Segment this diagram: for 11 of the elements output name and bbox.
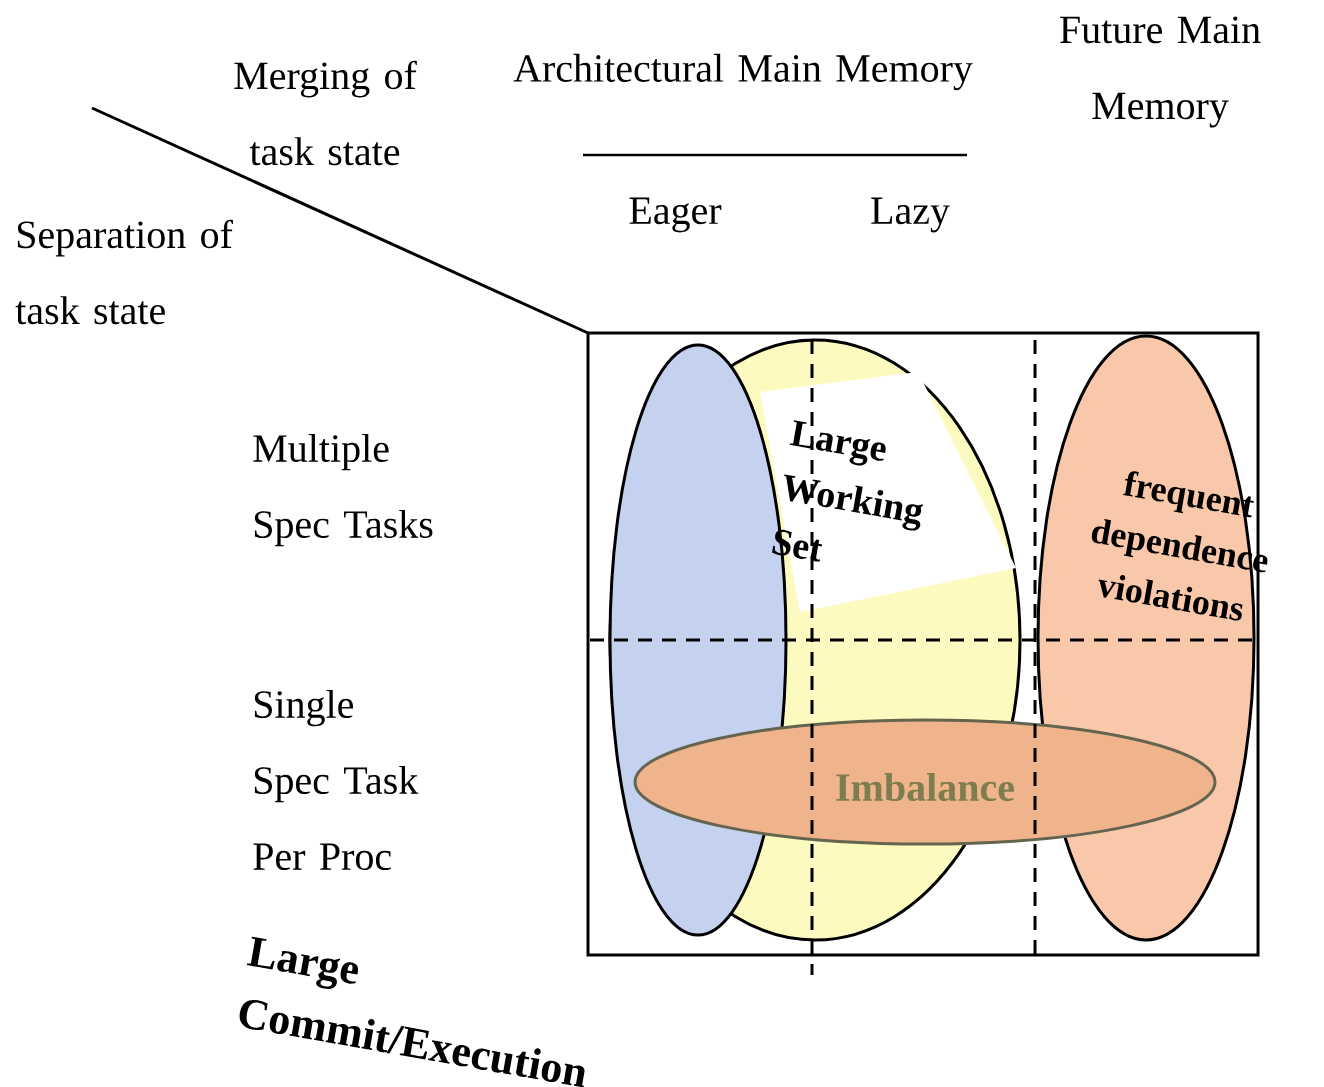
label: Single Spec Task Per Proc [253,689,419,871]
ellipse [633,718,1217,846]
label: Eager [629,197,722,233]
ellipse-label: frequent dependence violations [1091,471,1268,621]
label: Lazy [871,197,950,233]
label: Future Main Memory [1060,16,1261,128]
label: Separation of task state [15,219,233,325]
label: Architectural Main Memory [513,53,973,91]
label: Merging of task state [234,60,417,166]
label: Multiple Spec Tasks [253,433,433,547]
ellipse-label: Imbalance [836,772,1014,802]
